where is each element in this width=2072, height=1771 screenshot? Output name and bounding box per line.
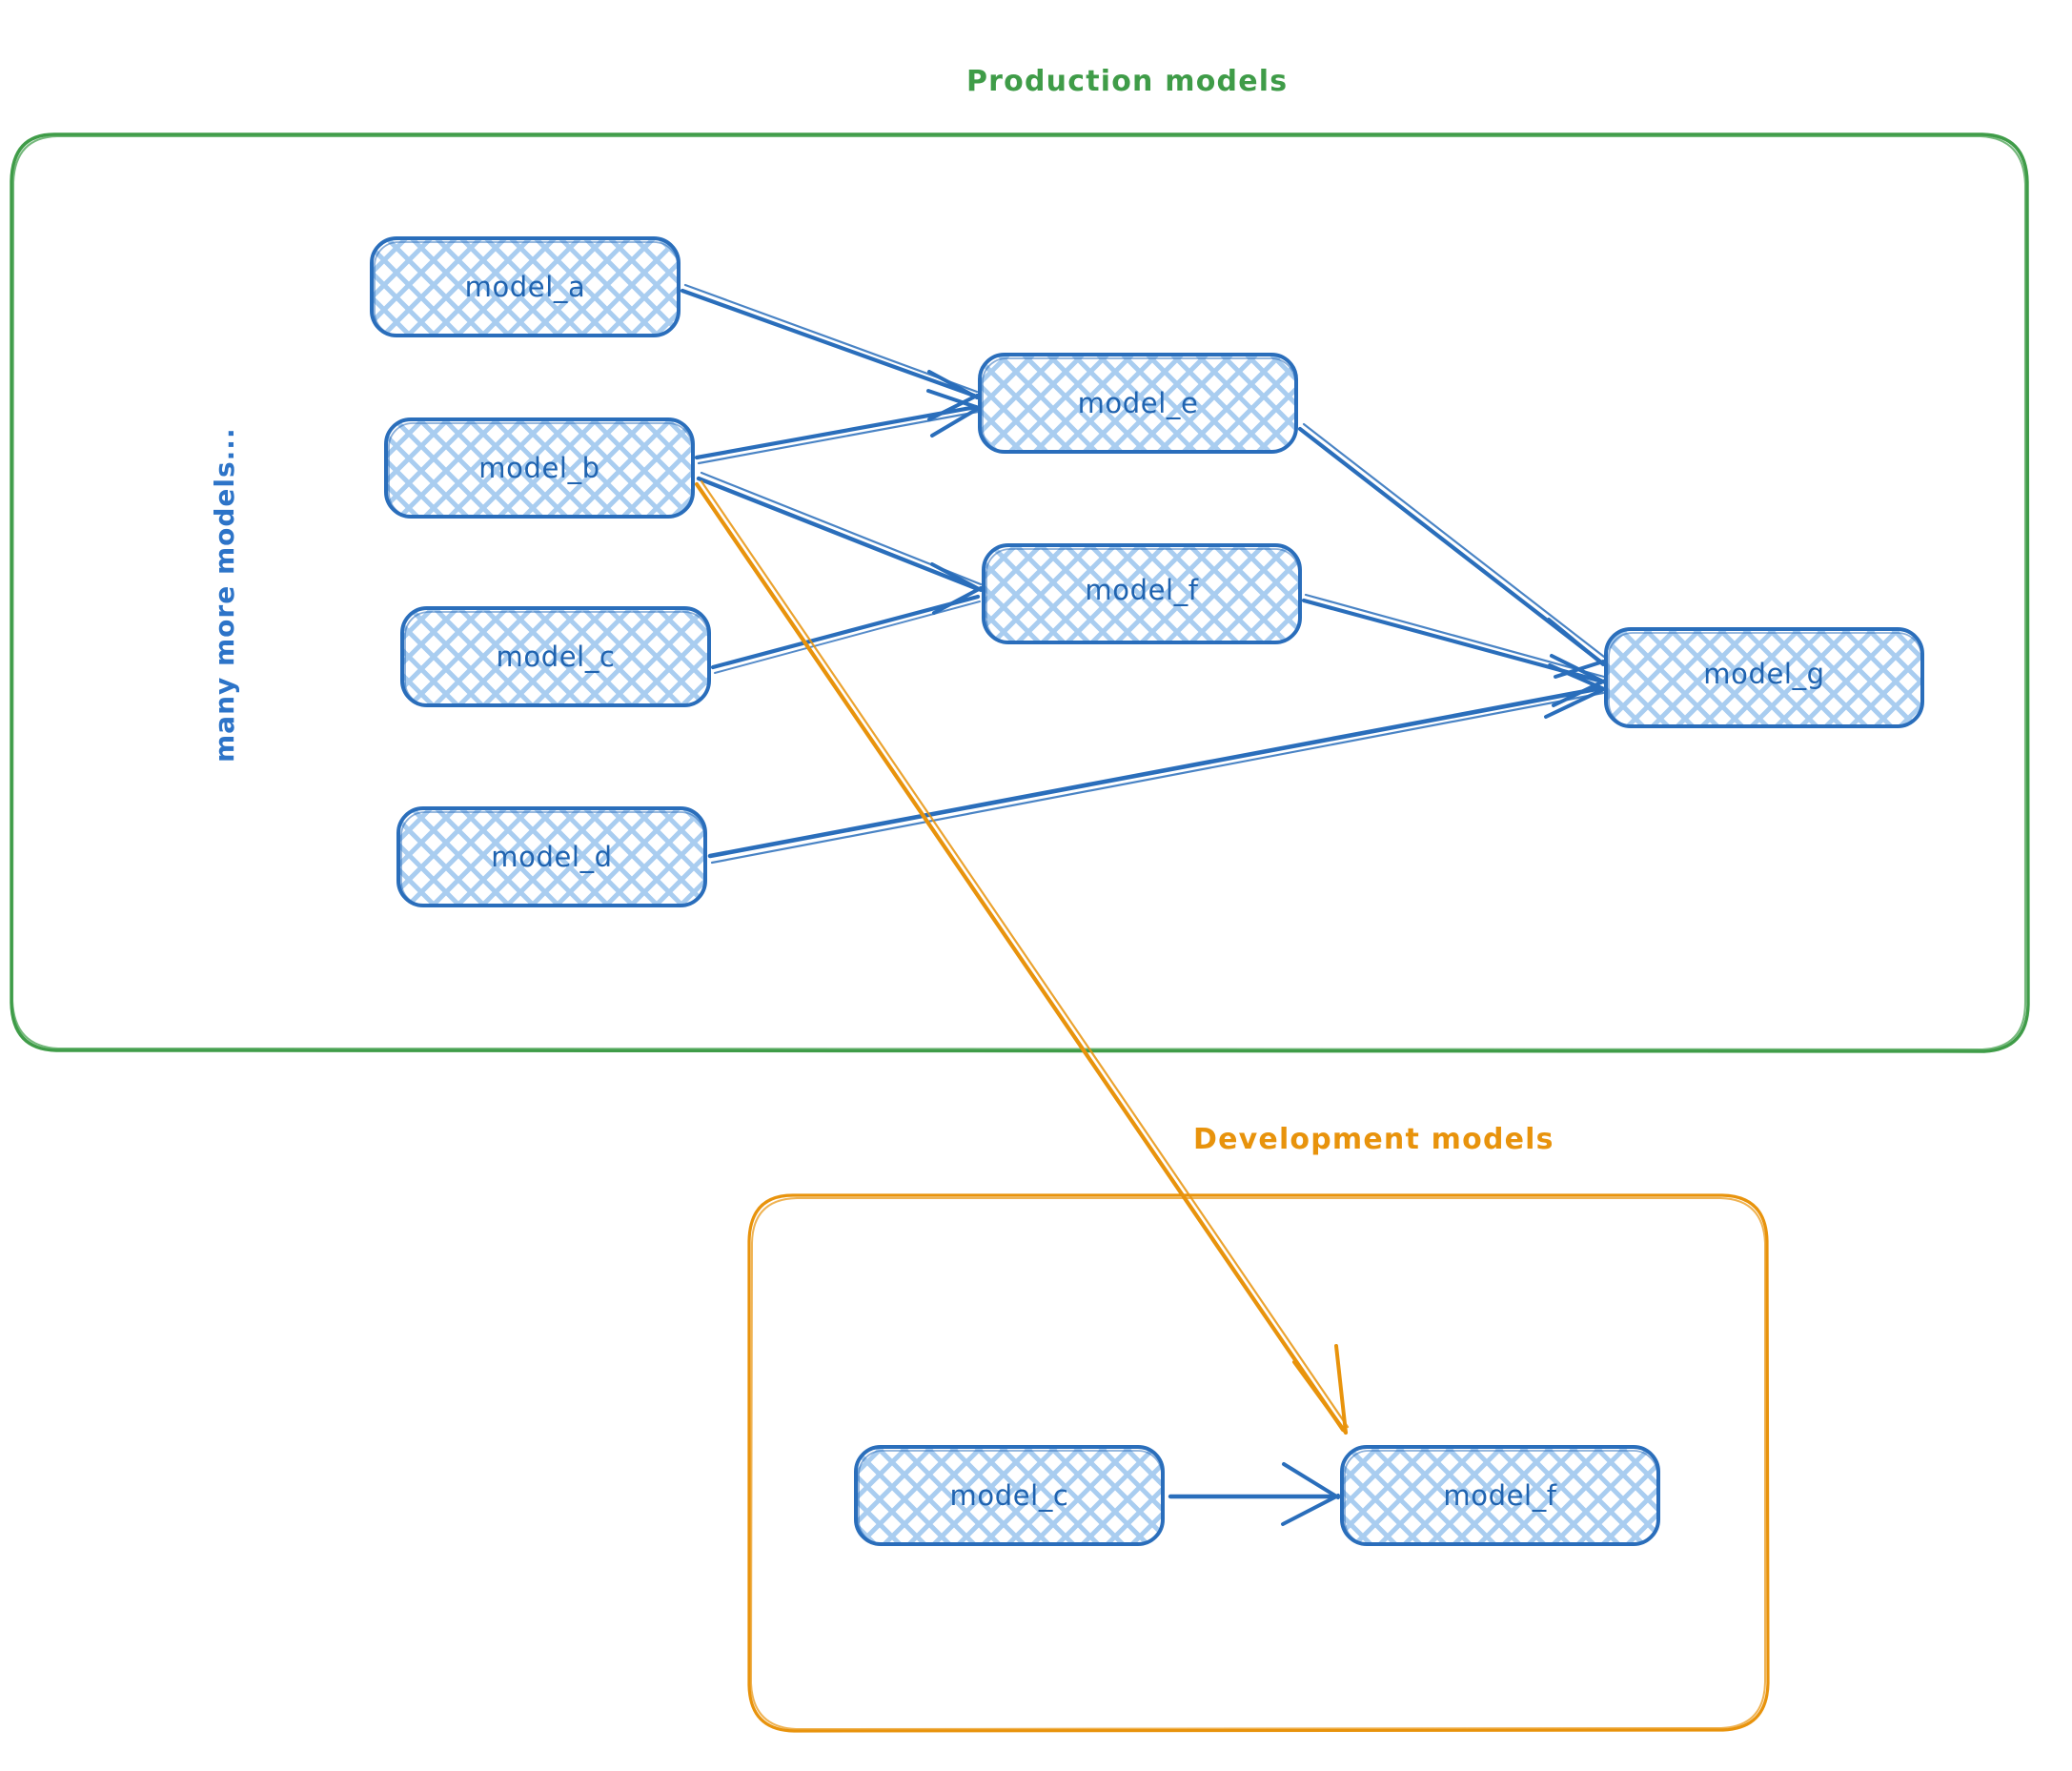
node-prod-model-d[interactable]: model_d [396, 806, 707, 907]
development-group-label: Development models [1193, 1123, 1554, 1156]
group-container-development: Development models [747, 1123, 1770, 1733]
edge-model-b-to-model-e [694, 389, 981, 465]
many-more-models-note: many more models... [209, 427, 240, 763]
node-prod-model-f[interactable]: model_f [982, 543, 1302, 644]
node-prod-model-a[interactable]: model_a [370, 236, 681, 337]
node-prod-model-b[interactable]: model_b [384, 417, 695, 519]
edge-dev-model-c-to-dev-model-f [1168, 1462, 1340, 1526]
edge-model-b-to-dev-model-f [694, 479, 1350, 1435]
node-label-dev-model-f: model_f [1443, 1479, 1556, 1512]
edge-model-c-to-model-f [710, 594, 981, 674]
side-note-text: many more models... [209, 427, 240, 763]
edge-model-b-to-model-f [696, 471, 983, 615]
node-label-prod-model-c: model_c [497, 641, 616, 673]
edge-model-a-to-model-e [680, 283, 979, 421]
node-dev-model-f[interactable]: model_f [1340, 1445, 1660, 1546]
production-group-label: Production models [966, 65, 1288, 98]
node-prod-model-e[interactable]: model_e [978, 353, 1298, 454]
node-label-prod-model-e: model_e [1078, 387, 1199, 419]
node-label-prod-model-g: model_g [1703, 658, 1824, 690]
node-label-prod-model-b: model_b [478, 452, 599, 484]
group-container-production: Production models [10, 65, 2030, 1053]
edge-model-d-to-model-g [707, 663, 1606, 865]
node-label-dev-model-c: model_c [950, 1479, 1069, 1512]
edge-model-f-to-model-g [1301, 593, 1607, 707]
node-prod-model-c[interactable]: model_c [400, 606, 711, 707]
node-prod-model-g[interactable]: model_g [1604, 627, 1924, 728]
node-label-prod-model-d: model_d [491, 841, 612, 873]
node-label-prod-model-f: model_f [1085, 574, 1198, 606]
node-dev-model-c[interactable]: model_c [854, 1445, 1165, 1546]
node-label-prod-model-a: model_a [465, 271, 586, 303]
